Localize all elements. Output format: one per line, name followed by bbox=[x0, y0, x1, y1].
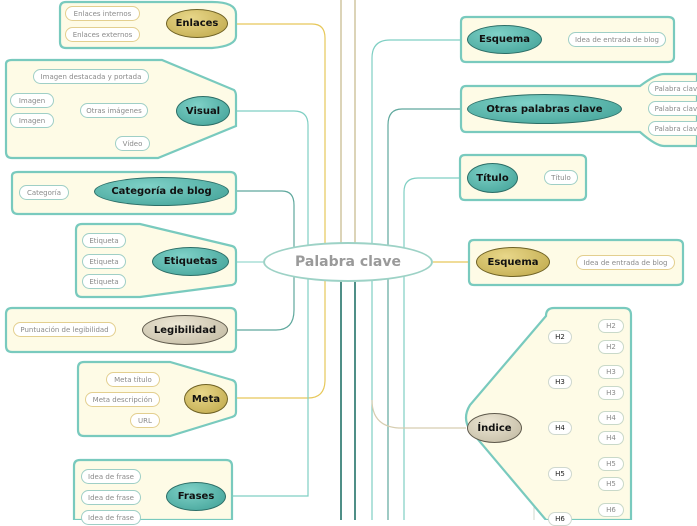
frame-indice bbox=[464, 306, 633, 520]
phrase-item[interactable]: Idea de frase bbox=[81, 510, 141, 525]
topic-esquema[interactable]: Esquema bbox=[476, 247, 550, 277]
readability-item[interactable]: Puntuación de legibilidad bbox=[13, 322, 116, 337]
topic-indice[interactable]: Índice bbox=[467, 413, 522, 443]
phrase-item[interactable]: Idea de frase bbox=[81, 490, 141, 505]
visual-subitem[interactable]: Imagen bbox=[10, 113, 54, 128]
topic-enlaces[interactable]: Enlaces bbox=[166, 9, 228, 38]
keyword-item[interactable]: Palabra clave bbox=[648, 101, 697, 116]
heading-item[interactable]: H2 bbox=[548, 330, 572, 344]
meta-item[interactable]: Meta título bbox=[106, 372, 160, 387]
visual-item[interactable]: Vídeo bbox=[115, 136, 150, 151]
subheading-item[interactable]: H2 bbox=[598, 340, 624, 354]
link-item[interactable]: Enlaces internos bbox=[65, 6, 140, 21]
topic-categoria[interactable]: Categoría de blog bbox=[94, 177, 229, 206]
tag-item[interactable]: Etiqueta bbox=[82, 233, 126, 248]
topic-titulo[interactable]: Título bbox=[467, 163, 518, 193]
heading-item[interactable]: H3 bbox=[548, 375, 572, 389]
subheading-item[interactable]: H5 bbox=[598, 477, 624, 491]
subheading-item[interactable]: H5 bbox=[598, 457, 624, 471]
topic-etiquetas[interactable]: Etiquetas bbox=[152, 247, 229, 276]
visual-item[interactable]: Otras imágenes bbox=[80, 103, 148, 118]
outline-item[interactable]: Idea de entrada de blog bbox=[576, 255, 675, 270]
tag-item[interactable]: Etiqueta bbox=[82, 254, 126, 269]
keyword-item[interactable]: Palabra clave bbox=[648, 81, 697, 96]
topic-otras-palabras[interactable]: Otras palabras clave bbox=[467, 94, 622, 124]
subheading-item[interactable]: H4 bbox=[598, 411, 624, 425]
visual-subitem[interactable]: Imagen bbox=[10, 93, 54, 108]
subheading-item[interactable]: H4 bbox=[598, 431, 624, 445]
link-item[interactable]: Enlaces externos bbox=[65, 27, 140, 42]
keyword-item[interactable]: Palabra clave bbox=[648, 121, 697, 136]
heading-item[interactable]: H5 bbox=[548, 467, 572, 481]
outline-item[interactable]: Idea de entrada de blog bbox=[568, 32, 666, 47]
subheading-item[interactable]: H3 bbox=[598, 386, 624, 400]
title-item[interactable]: Título bbox=[544, 170, 578, 185]
topic-legibilidad[interactable]: Legibilidad bbox=[142, 315, 228, 345]
phrase-item[interactable]: Idea de frase bbox=[81, 469, 141, 484]
topic-visual[interactable]: Visual bbox=[176, 96, 230, 126]
heading-item[interactable]: H6 bbox=[548, 512, 572, 526]
category-item[interactable]: Categoría bbox=[19, 185, 69, 200]
tag-item[interactable]: Etiqueta bbox=[82, 274, 126, 289]
subheading-item[interactable]: H2 bbox=[598, 319, 624, 333]
meta-item[interactable]: Meta descripción bbox=[85, 392, 160, 407]
heading-item[interactable]: H4 bbox=[548, 421, 572, 435]
subheading-item[interactable]: H3 bbox=[598, 365, 624, 379]
subheading-item[interactable]: H6 bbox=[598, 503, 624, 517]
topic-esquema[interactable]: Esquema bbox=[467, 25, 542, 54]
visual-item[interactable]: Imagen destacada y portada bbox=[33, 69, 149, 84]
central-topic[interactable]: Palabra clave bbox=[263, 242, 433, 282]
topic-meta[interactable]: Meta bbox=[184, 384, 228, 414]
topic-frases[interactable]: Frases bbox=[166, 482, 226, 511]
meta-item[interactable]: URL bbox=[130, 413, 160, 428]
